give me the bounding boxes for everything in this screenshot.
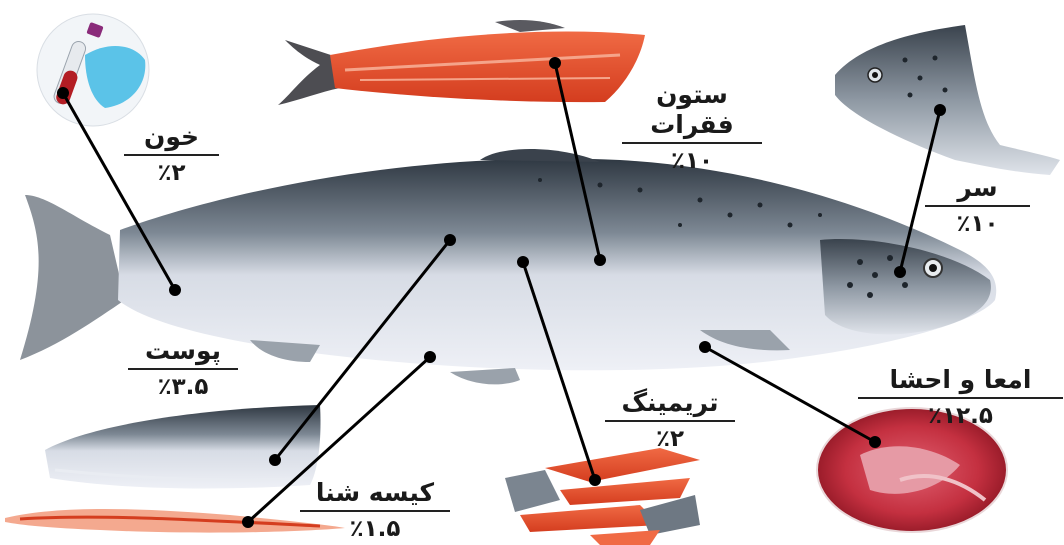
viscera-name: امعا و احشا (858, 365, 1063, 399)
backbone-fillet-icon (278, 20, 645, 105)
swim-bladder-percent: ٪۱.۵ (300, 514, 450, 544)
swim-bladder-icon (5, 509, 345, 533)
blood-name: خون (124, 122, 219, 156)
blood-percent: ٪۲ (124, 158, 219, 188)
backbone-name: ستون فقرات (622, 80, 762, 144)
label-blood: خون ٪۲ (124, 122, 219, 188)
trimming-name: تریمینگ (605, 388, 735, 422)
swim-bladder-name: کیسه شنا (300, 478, 450, 512)
trimming-percent: ٪۲ (605, 424, 735, 454)
salmon-head-icon (835, 25, 1060, 175)
viscera-percent: ٪۱۲.۵ (858, 401, 1063, 431)
skin-name: پوست (128, 336, 238, 370)
label-trimming: تریمینگ ٪۲ (605, 388, 735, 454)
skin-strip-icon (45, 405, 321, 489)
head-name: سر (925, 173, 1030, 207)
skin-percent: ٪۳.۵ (128, 372, 238, 402)
label-backbone: ستون فقرات ٪۱۰ (622, 80, 762, 176)
trimming-pieces-icon (505, 448, 700, 545)
backbone-percent: ٪۱۰ (622, 146, 762, 176)
label-swim-bladder: کیسه شنا ٪۱.۵ (300, 478, 450, 544)
label-head: سر ٪۱۰ (925, 173, 1030, 239)
label-skin: پوست ٪۳.۵ (128, 336, 238, 402)
blood-tube-icon (37, 14, 149, 126)
label-viscera: امعا و احشا ٪۱۲.۵ (858, 365, 1063, 431)
head-percent: ٪۱۰ (925, 209, 1030, 239)
